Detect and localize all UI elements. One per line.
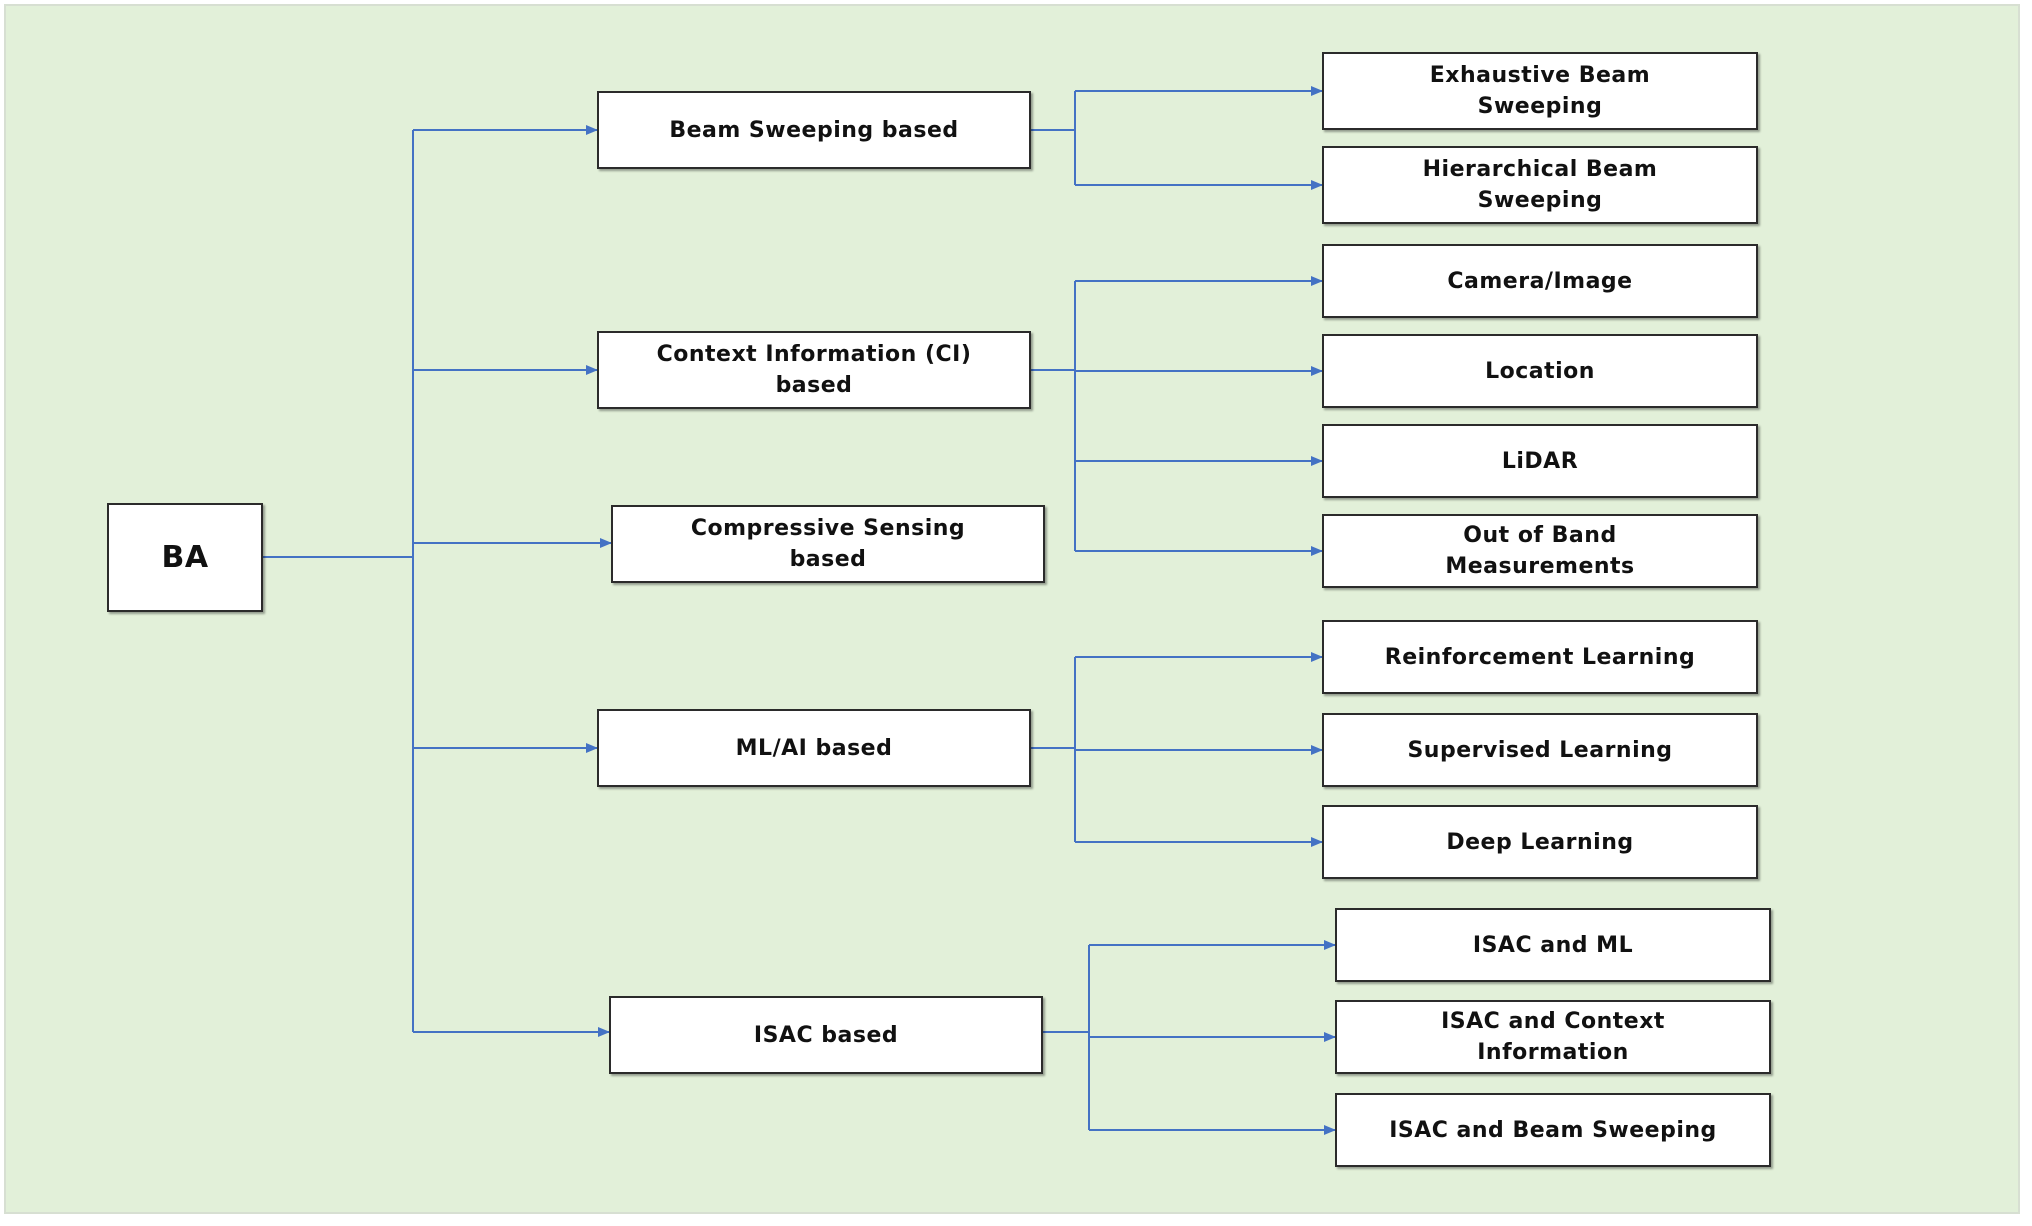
- category-compressive-sensing: Compressive Sensing based: [611, 505, 1045, 583]
- leaf-deep-learning: Deep Learning: [1322, 805, 1758, 879]
- leaf-isac-and-beam-sweeping: ISAC and Beam Sweeping: [1335, 1093, 1771, 1167]
- leaf-reinforcement-learning: Reinforcement Learning: [1322, 620, 1758, 694]
- leaf-exhaustive-beam-sweeping: Exhaustive Beam Sweeping: [1322, 52, 1758, 130]
- diagram-canvas: BA Beam Sweeping based Context Informati…: [4, 4, 2020, 1214]
- category-isac: ISAC based: [609, 996, 1043, 1074]
- connector-layer: [263, 86, 1336, 1135]
- leaf-location: Location: [1322, 334, 1758, 408]
- root-node-ba: BA: [107, 503, 263, 612]
- category-beam-sweeping: Beam Sweeping based: [597, 91, 1031, 169]
- category-ml-ai: ML/AI based: [597, 709, 1031, 787]
- leaf-isac-and-ml: ISAC and ML: [1335, 908, 1771, 982]
- leaf-out-of-band-measurements: Out of Band Measurements: [1322, 514, 1758, 588]
- leaf-isac-and-context-information: ISAC and Context Information: [1335, 1000, 1771, 1074]
- leaf-lidar: LiDAR: [1322, 424, 1758, 498]
- leaf-camera-image: Camera/Image: [1322, 244, 1758, 318]
- leaf-supervised-learning: Supervised Learning: [1322, 713, 1758, 787]
- leaf-hierarchical-beam-sweeping: Hierarchical Beam Sweeping: [1322, 146, 1758, 224]
- category-context-information: Context Information (CI) based: [597, 331, 1031, 409]
